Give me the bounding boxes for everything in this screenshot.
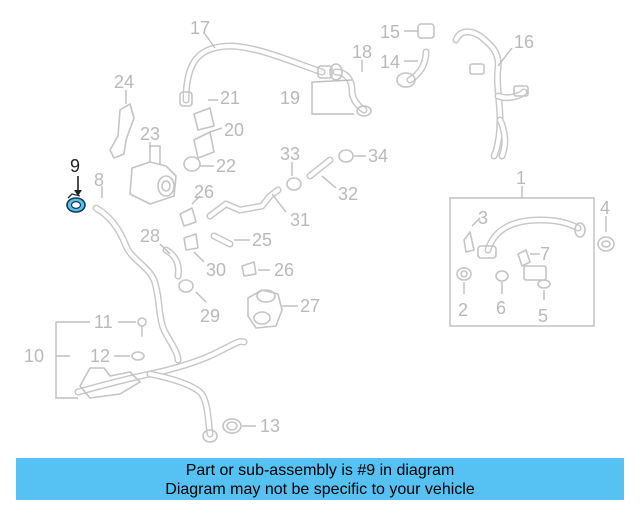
label-20: 20 [224, 120, 244, 140]
label-23: 23 [140, 124, 160, 144]
part-27 [247, 289, 283, 329]
label-16: 16 [514, 32, 534, 52]
label-26b: 26 [274, 260, 294, 280]
part-4 [597, 236, 615, 252]
part-22 [183, 156, 201, 172]
label-34: 34 [368, 146, 388, 166]
hose-1-inner [477, 216, 586, 259]
part-34 [338, 149, 354, 163]
pipe-10 [74, 338, 248, 443]
part-26-bottom [241, 261, 257, 277]
hose-8 [92, 204, 182, 364]
hose-28 [162, 246, 182, 280]
part-7 [517, 249, 531, 267]
part-12 [131, 351, 145, 361]
part-21 [193, 107, 215, 131]
hose-17 [179, 42, 333, 107]
label-15: 15 [380, 22, 400, 42]
part-30 [183, 233, 199, 251]
hose-32 [306, 156, 334, 180]
hose-25 [210, 232, 234, 248]
label-14: 14 [380, 52, 400, 72]
label-1: 1 [516, 168, 526, 188]
label-17: 17 [190, 18, 210, 38]
label-28: 28 [140, 226, 160, 246]
pump-23 [129, 145, 177, 205]
label-13: 13 [260, 416, 280, 436]
label-33: 33 [280, 144, 300, 164]
part-2 [456, 267, 472, 281]
part-15 [417, 23, 435, 39]
parts-diagram: 17 18 19 15 14 16 21 20 [24, 18, 615, 443]
label-25: 25 [252, 230, 272, 250]
label-27: 27 [300, 296, 320, 316]
label-6: 6 [496, 298, 506, 318]
part-6 [495, 270, 509, 282]
banner-line-1: Part or sub-assembly is #9 in diagram [185, 462, 455, 479]
label-19: 19 [280, 88, 300, 108]
hose-18 [329, 63, 372, 117]
label-26a: 26 [194, 182, 214, 202]
label-18: 18 [352, 42, 372, 62]
label-10: 10 [24, 346, 44, 366]
label-30: 30 [206, 260, 226, 280]
part-33 [286, 177, 302, 191]
part-14 [396, 48, 430, 88]
part-20 [193, 131, 215, 159]
label-8: 8 [94, 170, 104, 190]
part-13 [222, 418, 242, 434]
diagram-info-banner: Part or sub-assembly is #9 in diagram Di… [16, 458, 624, 500]
label-5: 5 [538, 306, 548, 326]
label-32: 32 [338, 184, 358, 204]
part-29 [178, 279, 194, 293]
label-3: 3 [478, 208, 488, 228]
label-22: 22 [216, 156, 236, 176]
label-11: 11 [94, 312, 113, 332]
label-12: 12 [90, 346, 110, 366]
label-24: 24 [114, 72, 134, 92]
label-21: 21 [220, 88, 240, 108]
part-11 [137, 317, 147, 337]
banner-line-2: Diagram may not be specific to your vehi… [165, 481, 475, 498]
label-4: 4 [600, 198, 610, 218]
part-5-sensor [523, 265, 551, 289]
part-3 [463, 231, 475, 253]
label-9: 9 [70, 156, 80, 176]
label-2: 2 [458, 300, 468, 320]
part-26-top [179, 207, 197, 227]
hose-31 [206, 186, 282, 220]
assembly-1-box [449, 197, 595, 327]
part-24 [109, 103, 135, 159]
label-29: 29 [200, 306, 220, 326]
label-7: 7 [540, 244, 550, 264]
hose-16 [452, 28, 529, 160]
label-31: 31 [290, 210, 310, 230]
part-9-clamp [66, 193, 86, 213]
